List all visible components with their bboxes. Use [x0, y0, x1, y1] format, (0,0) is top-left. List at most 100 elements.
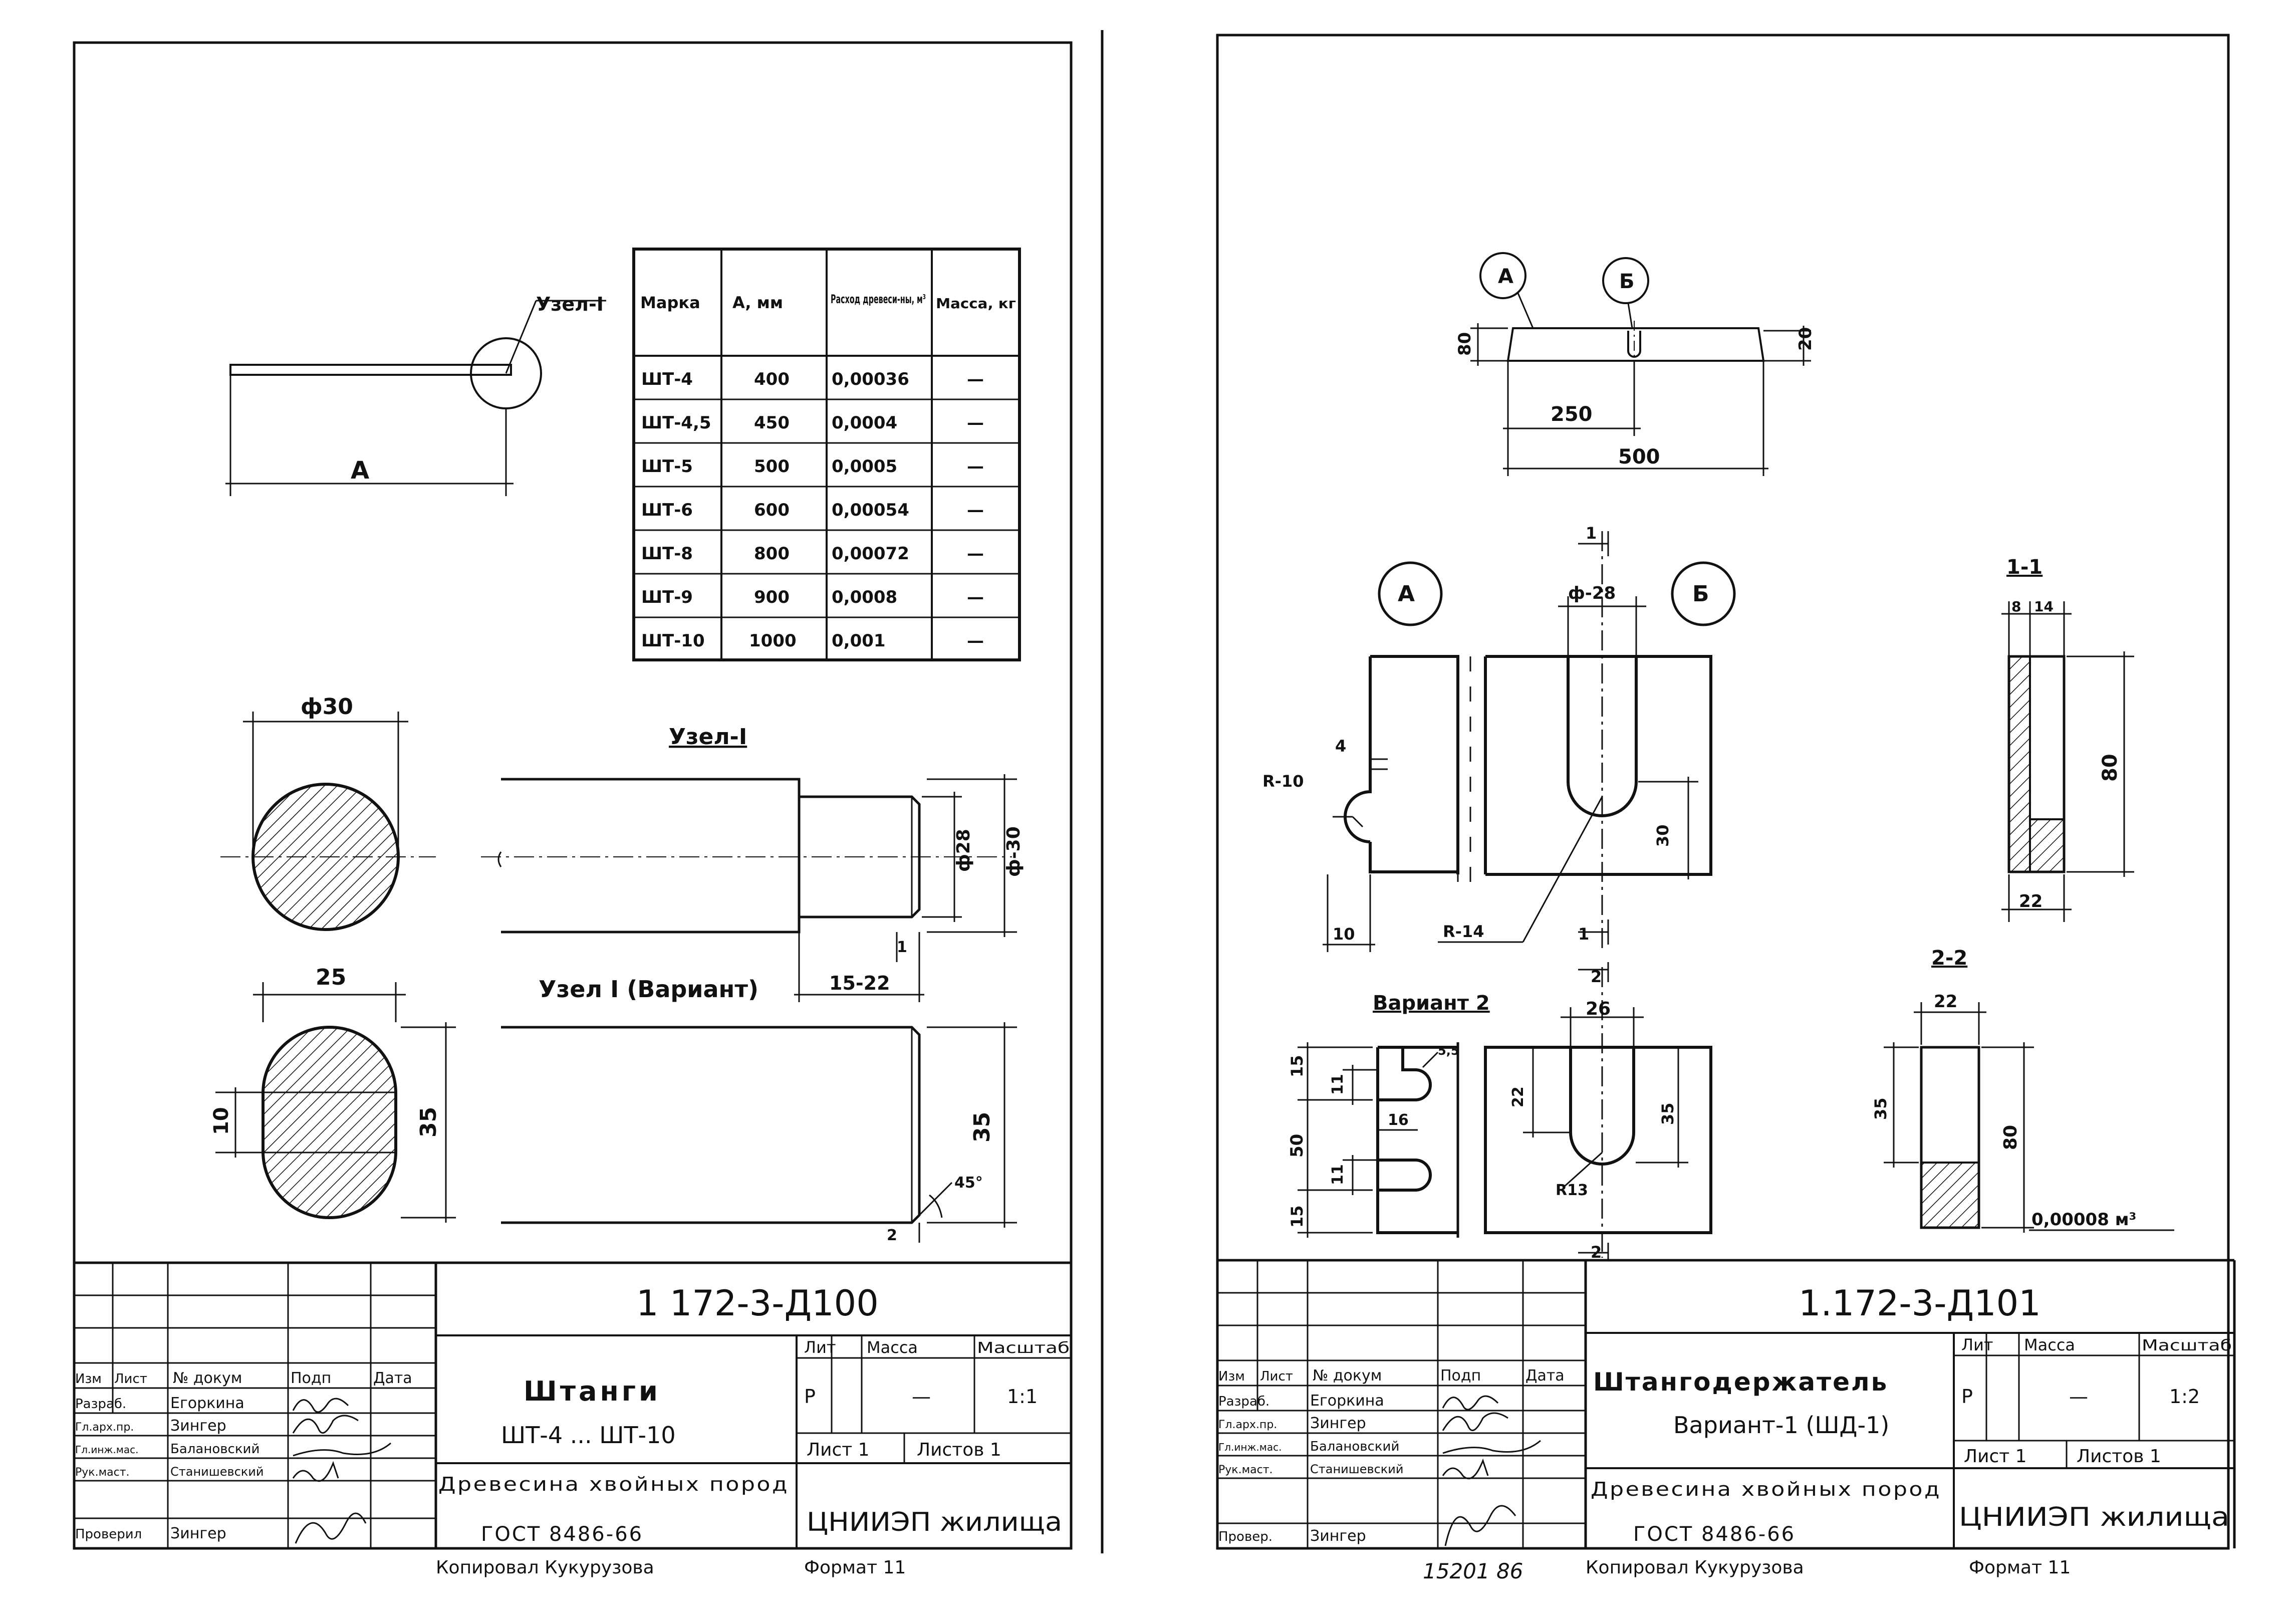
- lit-header: Лит: [1961, 1335, 1993, 1354]
- sheet-label: Лист 1: [1964, 1446, 2027, 1467]
- col-date: Дата: [1525, 1367, 1565, 1385]
- callout-b-detail: Б: [1692, 581, 1709, 607]
- var2-dim-26: 26: [1586, 999, 1611, 1019]
- right-title-block-text: 1.172-3-Д101 Штангодержатель Вариант-1 (…: [1218, 1283, 2232, 1546]
- table-cell: 500: [754, 456, 790, 477]
- table-cell: 0,00072: [832, 544, 909, 564]
- col-list: Лист: [1260, 1369, 1293, 1384]
- format-label: Формат 11: [1969, 1557, 2071, 1578]
- table-cell: —: [967, 544, 984, 564]
- dim-4-label: 4: [1335, 737, 1346, 756]
- table-cell: ШТ-6: [641, 500, 693, 520]
- name-chief-engineer: Балановский: [1310, 1439, 1399, 1454]
- table-cell: 0,0005: [832, 456, 897, 477]
- var2-dim-35: 35: [1658, 1102, 1677, 1125]
- var2-dim-16: 16: [1388, 1111, 1409, 1129]
- material-label: Древесина хвойных пород: [438, 1473, 789, 1495]
- lit-value: Р: [1961, 1386, 1973, 1408]
- mass-value: —: [2069, 1386, 2088, 1408]
- role-chief-engineer: Гл.инж.мас.: [75, 1444, 138, 1456]
- left-title-block-text: 1 172-3-Д100 Штанги ШТ-4 ... ШТ-10 Древе…: [75, 1283, 1070, 1546]
- gost-label: ГОСТ 8486-66: [481, 1523, 643, 1546]
- name-workshop-head: Станишевский: [1310, 1462, 1404, 1476]
- right-sheet-frame: [1216, 34, 2230, 1550]
- table-cell: 900: [754, 587, 790, 607]
- doc-title: Штангодержатель: [1593, 1367, 1888, 1397]
- sec2-dim-22: 22: [1934, 992, 1957, 1012]
- callout-a-top: А: [1498, 265, 1513, 288]
- variant-2-title: Вариант 2: [1373, 992, 1490, 1015]
- section2-mark-top: 2: [1591, 967, 1602, 986]
- name-checker: Зингер: [1310, 1527, 1366, 1545]
- name-chief-engineer: Балановский: [170, 1442, 260, 1457]
- lit-header: Лит: [804, 1338, 836, 1357]
- col-doc: № докум: [173, 1369, 242, 1387]
- col-date: Дата: [373, 1369, 412, 1387]
- role-chief-architect: Гл.арх.пр.: [1218, 1419, 1277, 1431]
- table-row: ШТ-4,5 450 0,0004 —: [641, 413, 984, 433]
- sec1-dim-22: 22: [2019, 891, 2043, 911]
- sheet-label: Лист 1: [807, 1440, 870, 1460]
- col-list: Лист: [114, 1371, 147, 1387]
- col-sign: Подп: [291, 1369, 331, 1387]
- callout-b-top: Б: [1619, 270, 1635, 293]
- scale-header: Масштаб: [977, 1339, 1070, 1357]
- callout-a-detail: А: [1398, 581, 1415, 607]
- oval-width-label: 25: [316, 965, 346, 990]
- role-workshop-head: Рук.маст.: [1218, 1464, 1273, 1476]
- name-chief-architect: Зингер: [1310, 1415, 1366, 1432]
- right-sheet: А Б 80 20 250 500 А R-10 4 10: [1216, 34, 2236, 1583]
- col-izm: Изм: [75, 1371, 102, 1387]
- name-developer: Егоркина: [1310, 1392, 1384, 1410]
- table-row: ШТ-5 500 0,0005 —: [641, 456, 984, 477]
- organization-label: ЦНИИЭП жилища: [807, 1507, 1062, 1537]
- role-checker: Провер.: [1218, 1529, 1272, 1544]
- doc-subtitle: Вариант-1 (ШД-1): [1673, 1412, 1889, 1439]
- var2-dim-50: 50: [1287, 1134, 1307, 1158]
- rod-overview: [225, 300, 606, 496]
- scale-value: 1:2: [2169, 1386, 2200, 1408]
- table-header-mark: Марка: [640, 293, 700, 312]
- detail-a: [1344, 561, 1459, 882]
- sec2-dim-35: 35: [1871, 1097, 1890, 1120]
- round-section: [220, 712, 436, 931]
- col-izm: Изм: [1218, 1369, 1245, 1384]
- dim-30-label: 30: [1653, 824, 1672, 847]
- dim-d30-label: ф-30: [1003, 826, 1024, 877]
- doc-code: 1.172-3-Д101: [1799, 1283, 2041, 1324]
- table-cell: ШТ-4,5: [641, 413, 711, 433]
- section-2-title: 2-2: [1931, 947, 1967, 970]
- table-row: ШТ-9 900 0,0008 —: [641, 587, 984, 607]
- variant-dim-2-label: 2: [887, 1227, 897, 1244]
- copied-by-label: Копировал Кукурузова: [1586, 1557, 1804, 1578]
- top-dim-20-label: 20: [1796, 327, 1816, 351]
- r14-label: R-14: [1443, 922, 1484, 941]
- variant-angle-label: 45°: [954, 1174, 983, 1192]
- variant-2-left-dims: [1298, 1042, 1439, 1238]
- organization-label: ЦНИИЭП жилища: [1959, 1502, 2229, 1532]
- material-label: Древесина хвойных пород: [1591, 1478, 1941, 1500]
- mass-value: —: [912, 1386, 931, 1408]
- table-cell: 600: [754, 500, 790, 520]
- sec1-dim-14: 14: [2034, 598, 2054, 615]
- detail-b-dims: [1438, 531, 1698, 952]
- sheets-label: Листов 1: [917, 1440, 1001, 1460]
- dim-250-label: 250: [1551, 403, 1593, 426]
- table-cell: ШТ-8: [641, 544, 693, 564]
- table-cell: 0,001: [832, 631, 886, 651]
- section1-mark-top: 1: [1586, 524, 1597, 543]
- spec-table: [632, 248, 1021, 661]
- oval-height-label: 35: [416, 1107, 441, 1137]
- variant-2-right: [1484, 1046, 1712, 1234]
- doc-subtitle: ШТ-4 ... ШТ-10: [501, 1422, 676, 1449]
- table-cell: ШТ-5: [641, 456, 693, 477]
- doc-code: 1 172-3-Д100: [636, 1283, 879, 1324]
- sheets-label: Листов 1: [2077, 1446, 2161, 1467]
- table-cell: —: [967, 587, 984, 607]
- format-label: Формат 11: [804, 1557, 906, 1578]
- table-header-wood: Расход древеси-ны, м³: [831, 292, 926, 306]
- spec-table-header: Марка A, мм Расход древеси-ны, м³ Масса,…: [640, 292, 1016, 312]
- var2-dim-5-5: 5,5: [1438, 1044, 1459, 1058]
